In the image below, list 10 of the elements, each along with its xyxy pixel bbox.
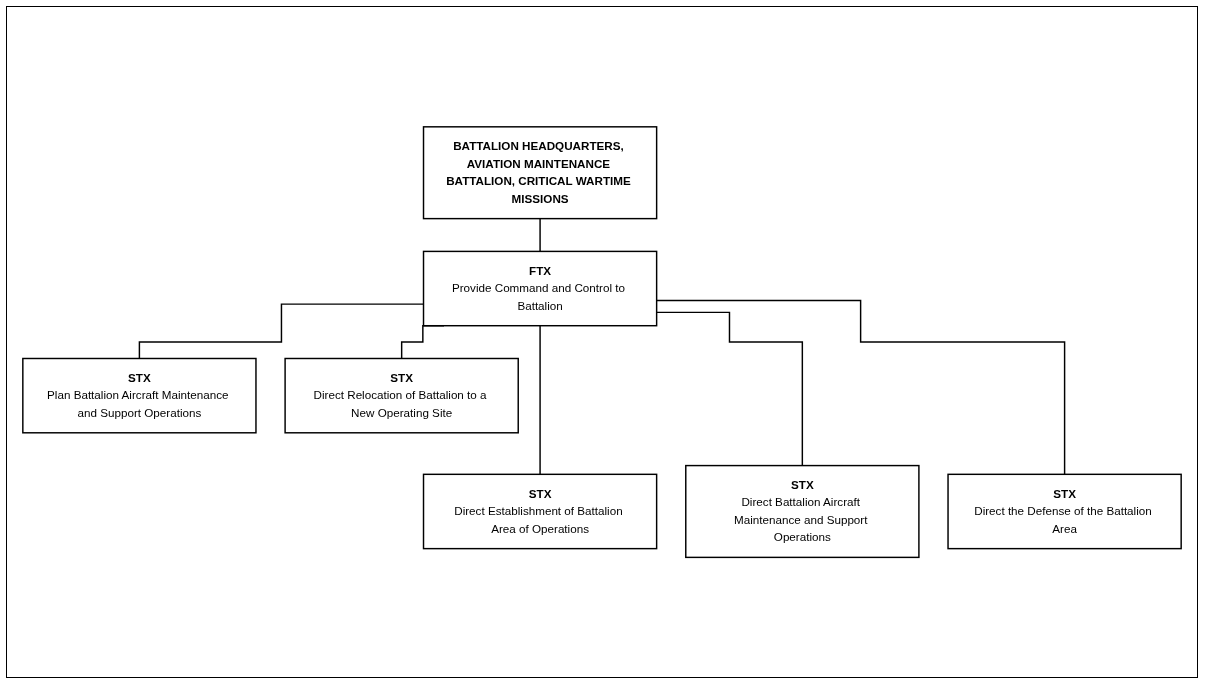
node-box: [284, 357, 519, 434]
connector: [539, 217, 541, 252]
node-box: [947, 473, 1182, 550]
diagram-frame: BATTALION HEADQUARTERS, AVIATION MAINTENANCE BATTALION, CRITICAL WARTIME MISSIONS FTX Provide Command and Control to Battalion STX Plan Battalion Aircraft Maintenance and Support Operations STX Direct Relocation of Battalion to a New Operating Site STX Direct Establishment of Battalion Area of Operations STX Direct Battalion Aircraft Maintenance and Support Operations STX Direct the Defense of the Battalion Area: [6, 6, 1198, 678]
node-box: [422, 473, 658, 550]
node-box: [422, 250, 658, 327]
node-box: [22, 357, 257, 434]
node-box: [685, 464, 920, 558]
connector: [539, 324, 541, 475]
node-box: [422, 126, 658, 220]
